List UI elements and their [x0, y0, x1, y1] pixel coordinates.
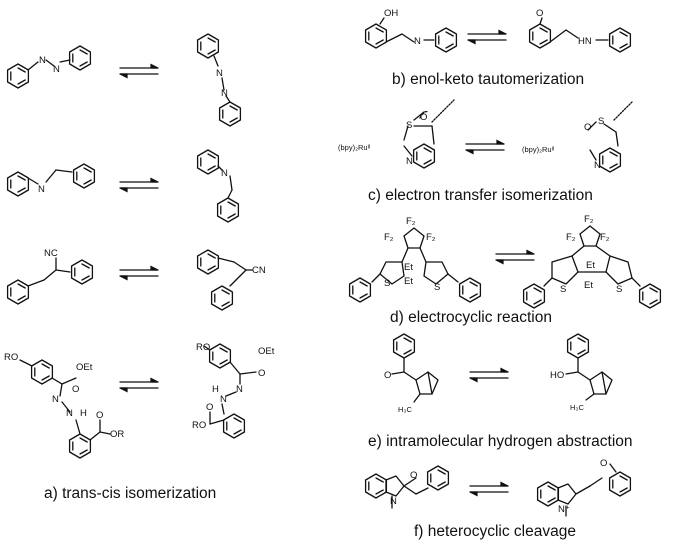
- caption-electrocyclic: d) electrocyclic reaction: [390, 309, 552, 326]
- atom-oet: OEt: [258, 346, 275, 357]
- atom-h: H: [212, 384, 219, 395]
- atom-n: N: [38, 184, 45, 195]
- cyanostilbene-cis: CN: [196, 249, 266, 311]
- atom-n: N: [390, 496, 397, 507]
- caption-electron-transfer: c) electron transfer isomerization: [368, 187, 593, 204]
- atom-n: N: [221, 88, 228, 99]
- atom-o: O: [96, 410, 103, 421]
- atom-ro: RO: [192, 420, 206, 431]
- ru-complex-label: (bpy)₂Ruᴵᴵ: [338, 143, 370, 152]
- atom-s: S: [434, 282, 440, 293]
- ru-complex-label: (bpy)₂Ruᴵᴵ: [522, 145, 554, 154]
- atom-or: OR: [110, 429, 124, 440]
- imine-cis: N: [196, 149, 240, 223]
- equilibrium-arrows: [467, 29, 507, 45]
- equilibrium-arrows: [469, 367, 509, 383]
- equilibrium-arrows: [119, 63, 159, 79]
- atom-et: Et: [404, 276, 413, 287]
- atom-oh: OH: [384, 8, 398, 19]
- atom-f2: F₂: [426, 232, 436, 243]
- biradical-bicyclic: HO H₃C: [550, 333, 613, 412]
- atom-s: S: [616, 284, 622, 295]
- atom-h3c: H₃C: [570, 403, 584, 412]
- atom-o: O: [258, 368, 265, 379]
- caption-enol-keto: b) enol-keto tautomerization: [392, 71, 584, 88]
- caption-hydrogen-abstraction: e) intramolecular hydrogen abstraction: [368, 433, 633, 450]
- ru-sulfoxide-o-bonded: (bpy)₂Ruᴵᴵ O S N: [522, 101, 633, 173]
- atom-f2: F₂: [384, 232, 394, 243]
- atom-f2: F₂: [600, 232, 610, 243]
- atom-h3c: H₃C: [398, 405, 412, 414]
- equilibrium-arrows: [119, 265, 159, 281]
- atom-o: O: [584, 122, 591, 133]
- cyanostilbene-trans: NC: [6, 248, 94, 305]
- atom-cn: CN: [252, 265, 266, 276]
- atom-s: S: [384, 278, 390, 289]
- atom-o: O: [600, 458, 607, 469]
- equilibrium-arrows: [495, 249, 535, 265]
- atom-ro: RO: [196, 342, 210, 353]
- atom-n: N: [216, 68, 223, 79]
- atom-n: N: [414, 36, 421, 47]
- atom-nc: NC: [44, 248, 58, 259]
- atom-n: N: [594, 160, 601, 171]
- azobenzene-cis: N N: [196, 33, 242, 127]
- ketone-bicyclic: O H₃C: [384, 333, 439, 414]
- atom-n: N: [39, 55, 46, 66]
- atom-h: H: [80, 408, 87, 419]
- atom-n: N: [221, 168, 228, 179]
- atom-f2: F₂: [566, 232, 576, 243]
- equilibrium-arrows: [119, 377, 159, 393]
- atom-et: Et: [586, 260, 595, 271]
- imine-trans: N: [6, 163, 96, 197]
- atom-s: S: [406, 120, 412, 131]
- caption-heterocyclic-cleavage: f) heterocyclic cleavage: [414, 523, 576, 540]
- hydrazone-trans: RO OEt O N N H O OR: [4, 352, 124, 459]
- atom-f2: F₂: [584, 214, 594, 225]
- equilibrium-arrows: [119, 177, 159, 193]
- equilibrium-arrows: [465, 139, 505, 155]
- diarylethene-closed: F₂ F₂ F₂ S S Et Et: [522, 214, 662, 309]
- atom-s: S: [560, 284, 566, 295]
- atom-ho: HO: [550, 370, 564, 381]
- atom-o: O: [420, 112, 427, 123]
- atom-o: O: [384, 370, 391, 381]
- diarylethene-open: F₂ F₂ F₂ S S Et Et: [348, 216, 482, 303]
- atom-hn: HN: [578, 36, 592, 47]
- atom-f2: F₂: [406, 216, 416, 227]
- keto-form: O HN: [528, 8, 632, 53]
- atom-n: N: [66, 408, 73, 419]
- atom-s: S: [598, 116, 604, 127]
- atom-o: O: [410, 470, 417, 481]
- atom-n: N: [52, 394, 59, 405]
- atom-n: N: [406, 156, 413, 167]
- atom-et: Et: [404, 262, 413, 273]
- enol-form: OH N: [364, 8, 458, 53]
- caption-trans-cis: a) trans-cis isomerization: [44, 485, 216, 502]
- atom-n: N: [220, 394, 227, 405]
- merocyanine: O N⁺: [536, 458, 632, 517]
- atom-o: O: [72, 384, 79, 395]
- spiropyran: O N: [364, 465, 450, 509]
- ru-sulfoxide-s-bonded: (bpy)₂Ruᴵᴵ S O N: [338, 99, 455, 169]
- azobenzene-trans: N N: [6, 45, 92, 89]
- atom-et: Et: [584, 280, 593, 291]
- atom-n-plus: N⁺: [558, 504, 570, 515]
- atom-o: O: [206, 402, 213, 413]
- equilibrium-arrows: [469, 481, 509, 497]
- atom-o: O: [536, 8, 543, 19]
- atom-n: N: [53, 64, 60, 75]
- atom-n: N: [236, 384, 243, 395]
- atom-ro: RO: [4, 352, 18, 363]
- hydrazone-cis: RO OEt O N H N O RO: [192, 342, 275, 439]
- atom-oet: OEt: [76, 362, 93, 373]
